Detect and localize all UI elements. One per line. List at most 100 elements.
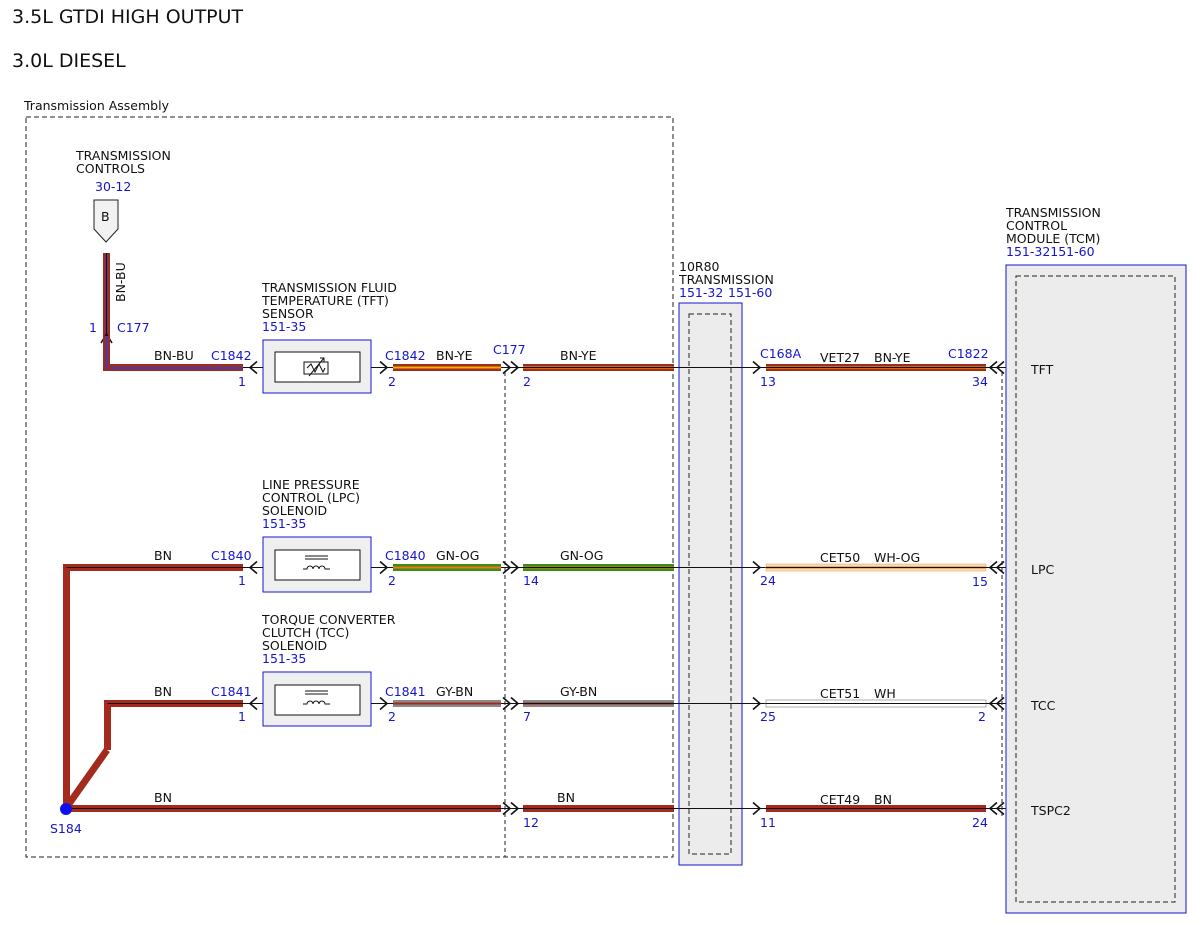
wire-label-cet50: WH-OG: [874, 550, 920, 565]
connector-label-c168a: C168A: [760, 346, 802, 361]
ground-connector-icon: [93, 199, 119, 243]
connector-arrow-right-icon: [502, 360, 512, 375]
trans-10r80-ref2-link[interactable]: 151-60: [728, 285, 772, 300]
connector-arrow-right-icon: [379, 696, 389, 711]
wire-label-c177-bn: BN: [557, 790, 575, 805]
pin-label-c1822-24: 24: [972, 815, 988, 830]
wire-label-bn-bu-horizontal: BN-BU: [154, 348, 194, 363]
lpc-solenoid: LINE PRESSURE CONTROL (LPC) SOLENOID 151…: [262, 477, 372, 593]
circuit-label-cet49: CET49: [820, 792, 860, 807]
lpc-label-2: CONTROL (LPC): [262, 490, 360, 505]
tcm-label-3: MODULE (TCM): [1006, 231, 1100, 246]
trans-controls-label-2: CONTROLS: [76, 161, 145, 176]
tcm-signal-lpc: LPC: [1031, 562, 1055, 577]
transmission-controls: TRANSMISSION CONTROLS 30-12 B: [75, 148, 171, 243]
connector-arrow-right-icon: [510, 696, 520, 711]
tft-label-1: TRANSMISSION FLUID: [261, 280, 397, 295]
pin-label-c1840-1: 1: [238, 573, 246, 588]
tft-ref-link[interactable]: 151-35: [262, 319, 306, 334]
pin-label-c177-1: 1: [89, 320, 97, 335]
tcc-label-1: TORQUE CONVERTER: [261, 612, 396, 627]
wire-label-bn-ye-tft: BN-YE: [436, 348, 473, 363]
transmission-assembly-boundary: [25, 116, 674, 858]
connector-arrow-right-icon: [502, 801, 512, 816]
tcm-signal-tft: TFT: [1030, 362, 1054, 377]
wire-centerlines-tcm: [766, 367, 1027, 809]
wire-bn-ground-network: [63, 564, 501, 812]
tcc-ref-link[interactable]: 151-35: [262, 651, 306, 666]
pin-label-c168a-25: 25: [760, 709, 776, 724]
connector-arrow-right-icon: [510, 801, 520, 816]
connector-arrow-left-icon: [995, 801, 1005, 816]
pin-label-c1822-2: 2: [978, 709, 986, 724]
transmission-10r80: 10R80 TRANSMISSION 151-32 151-60: [678, 259, 774, 866]
lpc-label-3: SOLENOID: [262, 503, 327, 518]
wire-label-c177-gy-bn: GY-BN: [560, 684, 597, 699]
splice-label-s184: S184: [50, 821, 82, 836]
assembly-label: Transmission Assembly: [23, 98, 170, 113]
pin-label-c1822-15: 15: [972, 574, 988, 589]
wire-label-gn-og-lpc: GN-OG: [436, 548, 479, 563]
tcm-module: TRANSMISSION CONTROL MODULE (TCM) 151-32…: [1005, 205, 1187, 914]
connector-label-c1822: C1822: [948, 346, 989, 361]
connector-arrow-right-icon: [379, 360, 389, 375]
tcm-box: [1005, 264, 1187, 914]
connector-arrow-left-icon: [988, 801, 998, 816]
connector-arrow-right-icon: [502, 696, 512, 711]
connector-letter: B: [101, 209, 110, 224]
wire-label-cet51: WH: [874, 686, 896, 701]
connector-label-c177: C177: [493, 342, 526, 357]
connector-arrow-left-icon: [248, 560, 258, 575]
connector-label-c1842-left: C1842: [211, 348, 252, 363]
connector-arrow-left-icon: [995, 360, 1005, 375]
header-engine-1: 3.5L GTDI HIGH OUTPUT: [12, 6, 244, 28]
connector-label-c1840-left: C1840: [211, 548, 252, 563]
wire-label-bn-tspc: BN: [154, 790, 172, 805]
connector-label-c1841-right: C1841: [385, 684, 426, 699]
connector-arrow-up-icon: [100, 332, 113, 344]
tcc-solenoid: TORQUE CONVERTER CLUTCH (TCC) SOLENOID 1…: [261, 612, 396, 727]
tcm-ref-link[interactable]: 151-32151-60: [1006, 244, 1095, 259]
connector-arrow-left-icon: [248, 360, 258, 375]
lpc-ref-link[interactable]: 151-35: [262, 516, 306, 531]
splice-s184-dot: [60, 803, 72, 815]
pin-label-c1842-1: 1: [238, 374, 246, 389]
trans-controls-ref-link[interactable]: 30-12: [95, 179, 131, 194]
wire-gy-bn-tcc: [371, 700, 501, 707]
tcm-signal-tspc2: TSPC2: [1030, 803, 1071, 818]
wire-bn-ye-tft: [243, 364, 501, 371]
tft-label-3: SENSOR: [262, 306, 314, 321]
tcc-label-3: SOLENOID: [262, 638, 327, 653]
connector-label-c1841-left: C1841: [211, 684, 252, 699]
pin-label-c168a-13: 13: [760, 374, 776, 389]
pin-label-c1822-34: 34: [972, 374, 988, 389]
circuit-label-cet51: CET51: [820, 686, 860, 701]
circuit-label-cet50: CET50: [820, 550, 860, 565]
wire-label-vet27: BN-YE: [874, 350, 911, 365]
connector-arrow-right-icon: [502, 560, 512, 575]
pin-label-c168a-24: 24: [760, 573, 776, 588]
wire-label-bn-tcc: BN: [154, 684, 172, 699]
connector-arrow-left-icon: [988, 560, 998, 575]
connector-arrow-right-icon: [752, 560, 762, 575]
tft-sensor: TRANSMISSION FLUID TEMPERATURE (TFT) SEN…: [261, 280, 397, 394]
connector-arrow-right-icon: [752, 696, 762, 711]
pin-label-c177-12: 12: [523, 815, 539, 830]
connector-arrow-left-icon: [248, 696, 258, 711]
connector-arrows: [248, 360, 1005, 816]
connector-label-c177-top: C177: [117, 320, 150, 335]
wire-centerlines-over-trans: [679, 367, 742, 809]
wire-label-gy-bn-tcc: GY-BN: [436, 684, 473, 699]
connector-label-c1840-right: C1840: [385, 548, 426, 563]
trans-10r80-ref1-link[interactable]: 151-32: [679, 285, 723, 300]
tcm-signal-tcc: TCC: [1030, 698, 1056, 713]
connector-arrow-left-icon: [988, 696, 998, 711]
connector-arrow-right-icon: [752, 360, 762, 375]
connector-arrow-left-icon: [995, 696, 1005, 711]
pin-label-c177-14: 14: [523, 573, 539, 588]
connector-arrow-right-icon: [379, 560, 389, 575]
wire-gn-og-lpc: [371, 564, 501, 571]
connector-arrow-right-icon: [510, 560, 520, 575]
wire-bn-bu-horizontal: [103, 336, 243, 371]
